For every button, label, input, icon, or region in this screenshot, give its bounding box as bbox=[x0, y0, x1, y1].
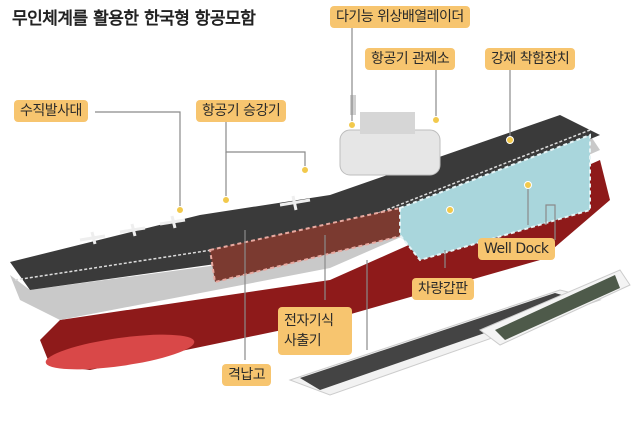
label-phased-array-radar: 다기능 위상배열레이더 bbox=[330, 6, 470, 28]
aircraft-group bbox=[79, 195, 311, 245]
diagram-title: 무인체계를 활용한 한국형 항공모함 bbox=[12, 9, 256, 29]
label-vehicle-deck: 차량갑판 bbox=[412, 278, 474, 300]
marker-dots bbox=[176, 116, 532, 214]
label-hangar: 격납고 bbox=[222, 364, 272, 386]
hangar-cutaway bbox=[208, 206, 407, 284]
flight-deck bbox=[10, 115, 600, 290]
label-arresting-gear: 강제 착함장치 bbox=[485, 48, 576, 70]
label-flight-control: 항공기 관제소 bbox=[365, 48, 456, 70]
label-emals: 전자기식 사출기 bbox=[278, 307, 352, 355]
label-well-dock: Well Dock bbox=[478, 238, 555, 260]
well-dock-cutaway bbox=[399, 133, 591, 262]
leader-lines bbox=[95, 26, 556, 360]
hull-red bbox=[40, 160, 610, 370]
label-vertical-launcher: 수직발사대 bbox=[14, 100, 88, 122]
bow-bulb bbox=[45, 334, 195, 370]
label-aircraft-elevator: 항공기 승강기 bbox=[196, 100, 287, 122]
hull-side bbox=[10, 135, 600, 320]
island bbox=[339, 129, 441, 176]
